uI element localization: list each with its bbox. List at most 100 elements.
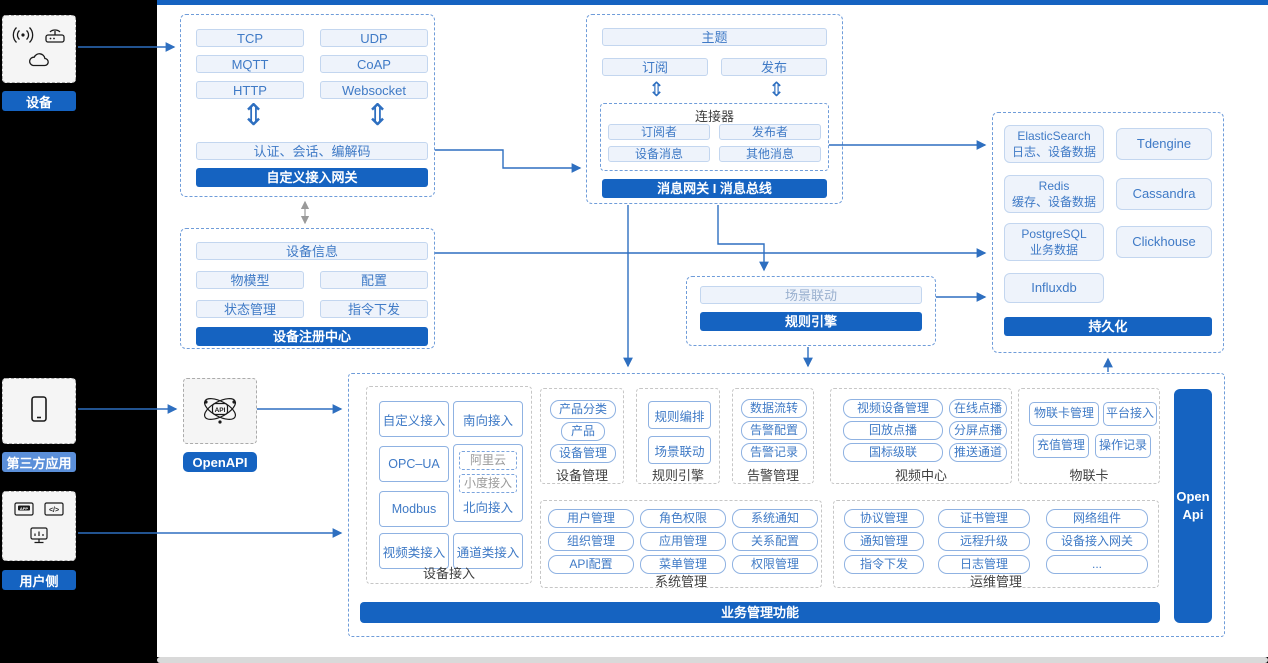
- code-window-icon: </>: [44, 502, 64, 523]
- notice-mgmt-item: 通知管理: [844, 532, 924, 551]
- connector-title: 连接器: [694, 109, 734, 124]
- gateway-router-icon: [43, 26, 67, 49]
- recharge-mgmt-item: 充值管理: [1033, 434, 1089, 458]
- data-flow-item: 数据流转: [741, 399, 807, 418]
- network-component-item: 网络组件: [1046, 509, 1148, 528]
- postgresql-db: PostgreSQL 业务数据: [1004, 223, 1104, 261]
- split-screen-item: 分屏点播: [949, 421, 1007, 440]
- xiaodu-sub-item: 小度接入: [459, 474, 517, 493]
- clickhouse-name: Clickhouse: [1132, 234, 1196, 249]
- rule-engine-mid-title-bar: 规则引擎: [700, 312, 922, 331]
- device-mgmt-label: 设备管理: [555, 468, 608, 483]
- section-system-mgmt: 用户管理 角色权限 系统通知 组织管理 应用管理 关系配置 API配置 菜单管理…: [540, 500, 822, 589]
- tdengine-name: Tdengine: [1136, 136, 1192, 151]
- org-mgmt-item: 组织管理: [548, 532, 634, 551]
- wireless-signal-icon: [11, 26, 35, 49]
- app-window-icon: APP: [14, 502, 34, 523]
- svg-text:</>: </>: [49, 507, 59, 514]
- influxdb-name: Influxdb: [1031, 280, 1077, 295]
- third-party-label-badge: 第三方应用: [2, 452, 76, 472]
- video-center-label: 视频中心: [894, 468, 947, 483]
- ops-mgmt-label: 运维管理: [969, 574, 1022, 589]
- api-config-item: API配置: [548, 555, 634, 574]
- persistence-title-bar: 持久化: [1004, 317, 1212, 336]
- postgresql-desc: 业务数据: [1029, 243, 1078, 257]
- online-play-item: 在线点播: [949, 399, 1007, 418]
- section-ops-mgmt: 协议管理 证书管理 网络组件 通知管理 远程升级 设备接入网关 指令下发 日志管…: [833, 500, 1159, 589]
- playback-item: 回放点播: [843, 421, 943, 440]
- svg-text:APP: APP: [20, 506, 29, 511]
- scene-linkage-item: 场景联动: [700, 286, 922, 304]
- device-message-item: 设备消息: [608, 146, 710, 162]
- alarm-config-item: 告警配置: [741, 421, 807, 440]
- openapi-label: OpenAPI: [192, 454, 248, 470]
- push-channel-item: 推送通道: [949, 443, 1007, 462]
- rule-engine-label: 规则引擎: [651, 468, 704, 483]
- updown-arrow-icon: ⇕: [365, 98, 391, 133]
- cert-mgmt-item: 证书管理: [938, 509, 1030, 528]
- auth-session-codec: 认证、会话、编解码: [196, 142, 428, 160]
- postgresql-name: PostgreSQL: [1021, 227, 1087, 241]
- video-access-item: 视频类接入: [379, 533, 449, 569]
- business-title-bar: 业务管理功能: [360, 602, 1160, 623]
- redis-name: Redis: [1038, 179, 1070, 193]
- user-side-label-badge: 用户侧: [2, 570, 76, 590]
- modbus-item: Modbus: [379, 491, 449, 527]
- iot-card-label: 物联卡: [1069, 468, 1109, 483]
- remote-upgrade-item: 远程升级: [938, 532, 1030, 551]
- influxdb-db: Influxdb: [1004, 273, 1104, 303]
- role-permission-item: 角色权限: [640, 509, 726, 528]
- third-party-label: 第三方应用: [6, 455, 72, 471]
- permission-mgmt-item: 权限管理: [732, 555, 818, 574]
- section-video-center: 视频设备管理 在线点播 回放点播 分屏点播 国标级联 推送通道 视频中心: [830, 388, 1012, 484]
- cassandra-name: Cassandra: [1132, 186, 1196, 201]
- operation-record-item: 操作记录: [1095, 434, 1151, 458]
- updown-arrow-icon: ⇕: [768, 77, 785, 101]
- relation-config-item: 关系配置: [732, 532, 818, 551]
- cassandra-db: Cassandra: [1116, 178, 1212, 210]
- connector-box: [600, 103, 829, 171]
- log-mgmt-item: 日志管理: [938, 555, 1030, 574]
- device-access-label: 设备接入: [422, 566, 475, 581]
- publish-item: 发布: [721, 58, 827, 76]
- user-side-label: 用户侧: [19, 573, 59, 589]
- smartphone-icon: [30, 395, 48, 428]
- device-source-box: [2, 15, 76, 83]
- app-mgmt-item: 应用管理: [640, 532, 726, 551]
- third-party-app-box: [2, 378, 76, 444]
- device-info-item: 设备信息: [196, 242, 428, 260]
- elasticsearch-desc: 日志、设备数据: [1011, 145, 1096, 159]
- alarm-label: 告警管理: [746, 468, 799, 483]
- iot-card-mgmt-item: 物联卡管理: [1029, 402, 1099, 426]
- section-device-mgmt: 产品分类 产品 设备管理 设备管理: [540, 388, 624, 484]
- monitor-chart-icon: [28, 527, 50, 550]
- bottom-edge-strip: [157, 657, 1268, 663]
- aliyun-sub-item: 阿里云: [459, 451, 517, 470]
- tdengine-db: Tdengine: [1116, 128, 1212, 160]
- protocol-mqtt: MQTT: [196, 55, 304, 73]
- cloud-icon: [26, 52, 52, 73]
- gb-cascade-item: 国标级联: [843, 443, 943, 462]
- system-mgmt-label: 系统管理: [654, 574, 707, 589]
- alarm-record-item: 告警记录: [741, 443, 807, 462]
- redis-db: Redis 缓存、设备数据: [1004, 175, 1104, 213]
- openapi-box: API: [183, 378, 257, 444]
- scene-linkage-biz-item: 场景联动: [648, 436, 711, 464]
- product-item: 产品: [561, 422, 605, 441]
- protocol-coap: CoAP: [320, 55, 428, 73]
- device-access-gateway-item: 设备接入网关: [1046, 532, 1148, 551]
- section-rule-engine: 规则编排 场景联动 规则引擎: [636, 388, 720, 484]
- svg-text:API: API: [215, 406, 226, 413]
- custom-gateway-title-bar: 自定义接入网关: [196, 168, 428, 187]
- config-item: 配置: [320, 271, 428, 289]
- protocol-tcp: TCP: [196, 29, 304, 47]
- video-device-mgmt-item: 视频设备管理: [843, 399, 943, 418]
- other-message-item: 其他消息: [719, 146, 821, 162]
- custom-access-item: 自定义接入: [379, 401, 449, 437]
- protocol-mgmt-item: 协议管理: [844, 509, 924, 528]
- north-access-label: 北向接入: [462, 501, 513, 515]
- user-mgmt-item: 用户管理: [548, 509, 634, 528]
- platform-access-item: 平台接入: [1103, 402, 1157, 426]
- api-network-icon: API: [197, 389, 243, 434]
- thing-model-item: 物模型: [196, 271, 304, 289]
